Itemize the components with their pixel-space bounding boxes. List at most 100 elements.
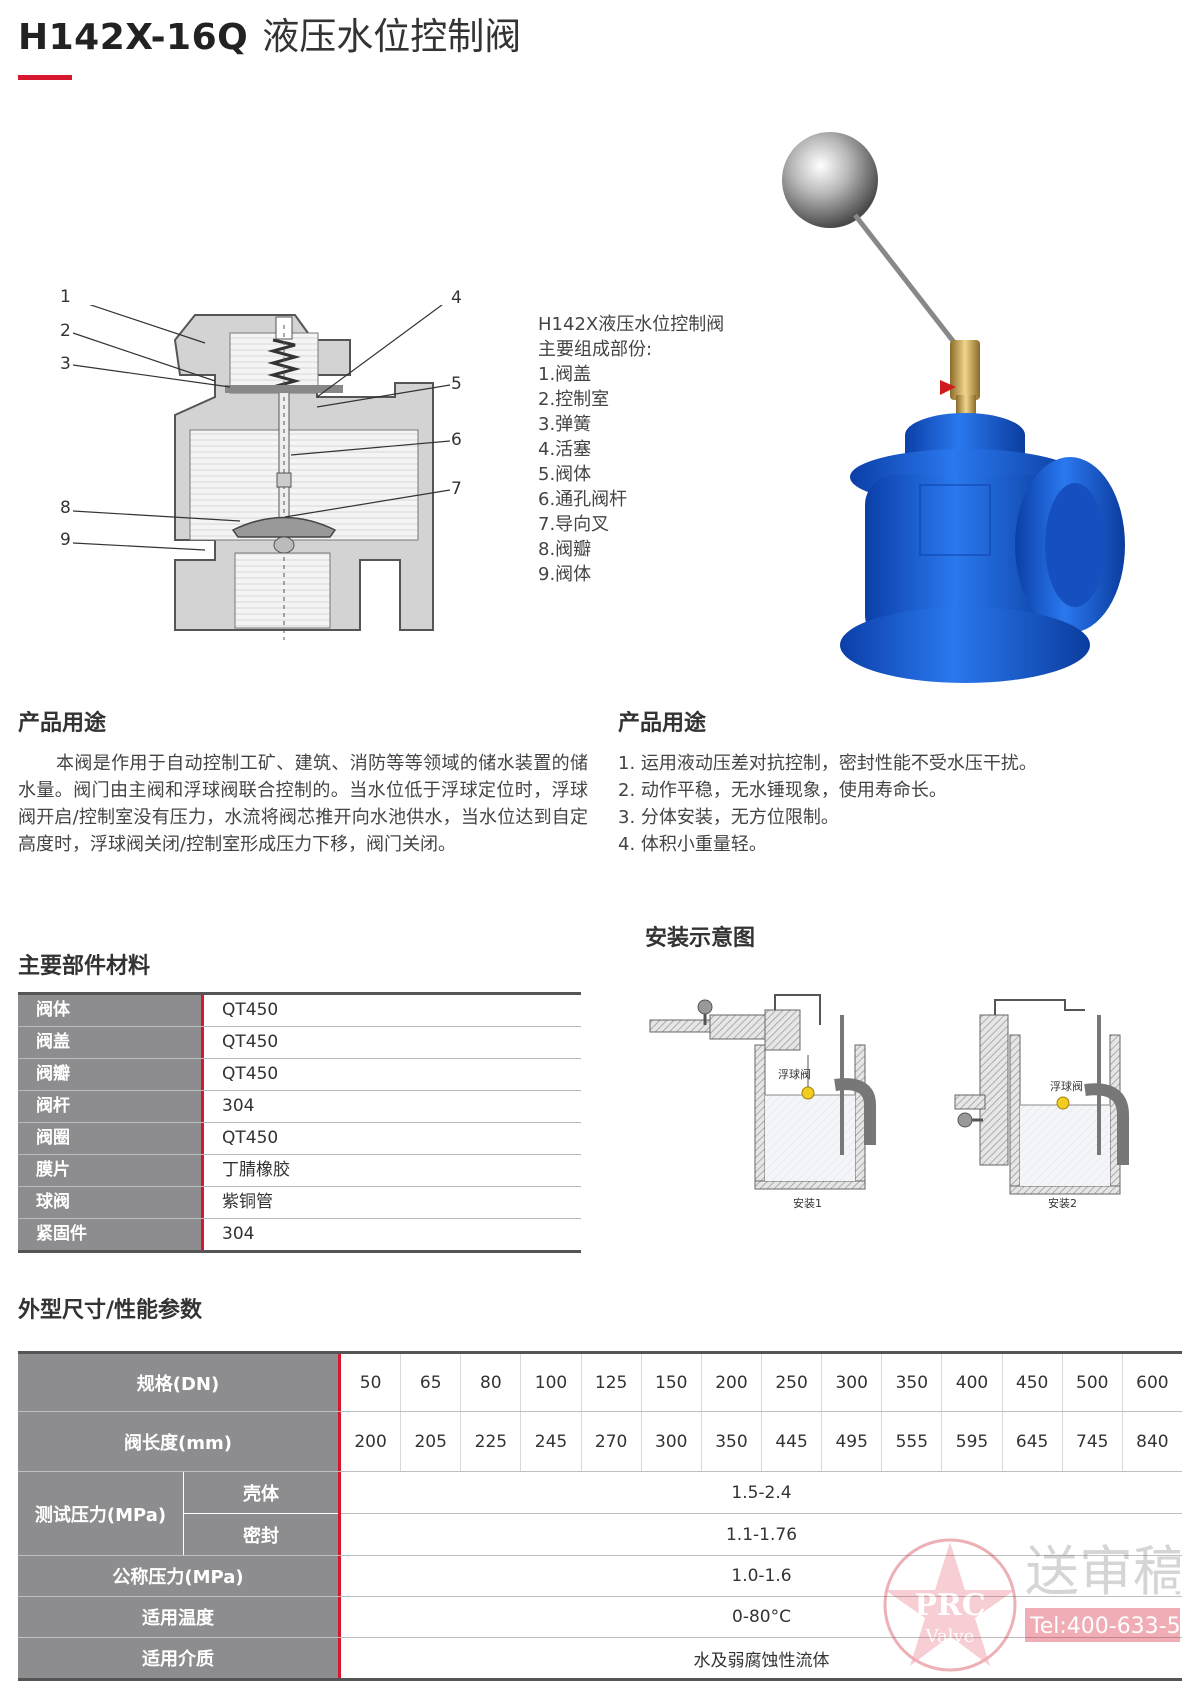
- label-6: 6: [451, 430, 462, 450]
- materials-heading: 主要部件材料: [18, 954, 151, 979]
- watermark-logo: PRC: [914, 1588, 985, 1623]
- star-logo-icon: [885, 1542, 1015, 1666]
- install-2-diagram: 浮球阀 安装2: [954, 999, 1129, 1210]
- part-name: 阀圈: [18, 1123, 204, 1154]
- length-cell: 495: [821, 1412, 881, 1471]
- table-row: 适用温度 0-80°C: [18, 1597, 1182, 1638]
- temperature-value: 0-80°C: [732, 1607, 791, 1627]
- feature-item: 2. 动作平稳，无水锤现象，使用寿命长。: [618, 780, 947, 801]
- usage-paragraph: 本阀是作用于自动控制工矿、建筑、消防等等领域的储水装置的储水量。阀门由主阀和浮球…: [18, 753, 588, 855]
- legend-subtitle: 主要组成部份:: [538, 339, 653, 360]
- legend-item: 8.阀瓣: [538, 539, 592, 560]
- dn-cell: 350: [881, 1354, 941, 1411]
- dn-cell: 100: [520, 1354, 580, 1411]
- part-material: 丁腈橡胶: [222, 1160, 290, 1180]
- product-name: 液压水位控制阀: [262, 15, 522, 58]
- model-code: H142X-16Q: [18, 17, 249, 58]
- length-cell: 300: [640, 1412, 701, 1471]
- part-name: 球阀: [18, 1187, 204, 1218]
- length-cell: 445: [760, 1412, 821, 1471]
- temperature-label: 适用温度: [18, 1597, 341, 1637]
- feature-item: 4. 体积小重量轻。: [618, 834, 767, 855]
- install-heading: 安装示意图: [645, 926, 756, 951]
- parts-legend: H142X液压水位控制阀 主要组成部份: 1.阀盖 2.控制室 3.弹簧 4.活…: [538, 312, 724, 587]
- length-cell: 200: [354, 1431, 387, 1452]
- medium-value: 水及弱腐蚀性流体: [693, 1650, 830, 1671]
- dn-cell: 125: [580, 1354, 641, 1411]
- length-label: 阀长度(mm): [18, 1412, 341, 1471]
- legend-item: 1.阀盖: [538, 364, 592, 385]
- length-cell: 745: [1061, 1412, 1122, 1471]
- features-list: 1. 运用液动压差对抗控制，密封性能不受水压干扰。 2. 动作平稳，无水锤现象，…: [618, 750, 1037, 858]
- part-name: 膜片: [18, 1155, 204, 1186]
- part-material: QT450: [222, 1128, 279, 1148]
- seal-label: 密封: [184, 1514, 338, 1555]
- label-7: 7: [451, 479, 462, 499]
- dn-cell: 80: [460, 1354, 520, 1411]
- seal-value: 1.1-1.76: [725, 1524, 798, 1545]
- label-1: 1: [60, 287, 71, 307]
- dn-cell: 450: [1001, 1354, 1062, 1411]
- table-row: 阀圈 QT450: [18, 1123, 581, 1155]
- label-5: 5: [451, 374, 462, 394]
- part-name: 阀体: [18, 995, 204, 1026]
- page-title: H142X-16Q 液压水位控制阀: [18, 6, 521, 58]
- table-row: 公称压力(MPa) 1.0-1.6: [18, 1556, 1182, 1597]
- float-label-2: 浮球阀: [1050, 1079, 1083, 1093]
- dn-cell: 500: [1061, 1354, 1122, 1411]
- label-8: 8: [60, 498, 71, 518]
- test-pressure-group: 测试压力(MPa) 壳体 密封: [18, 1472, 341, 1555]
- length-cell: 840: [1121, 1412, 1182, 1471]
- table-row: 膜片丁腈橡胶: [18, 1155, 581, 1187]
- install-caption-2: 安装2: [1048, 1196, 1077, 1210]
- valve-product-photo: [782, 132, 1125, 683]
- part-material: QT450: [222, 1032, 279, 1052]
- legend-item: 3.弹簧: [538, 414, 592, 435]
- part-name: 阀盖: [18, 1027, 204, 1058]
- label-3: 3: [60, 354, 71, 374]
- dn-cell: 250: [760, 1354, 821, 1411]
- feature-item: 1. 运用液动压差对抗控制，密封性能不受水压干扰。: [618, 753, 1037, 774]
- dn-cell: 150: [640, 1354, 701, 1411]
- shell-value: 1.5-2.4: [341, 1472, 1182, 1514]
- table-row: 测试压力(MPa) 壳体 密封 1.5-2.4 1.1-1.76: [18, 1472, 1182, 1556]
- shell-label: 壳体: [184, 1472, 338, 1514]
- part-material: QT450: [222, 1000, 279, 1020]
- nominal-pressure-label: 公称压力(MPa): [18, 1556, 341, 1596]
- install-caption-1: 安装1: [793, 1196, 822, 1210]
- part-name: 紧固件: [18, 1219, 204, 1250]
- dn-cell: 300: [821, 1354, 881, 1411]
- label-4: 4: [451, 288, 462, 308]
- length-cell: 270: [580, 1412, 641, 1471]
- length-cell: 205: [400, 1412, 460, 1471]
- label-9: 9: [60, 530, 71, 550]
- part-material: 304: [222, 1096, 255, 1116]
- watermark-text: 送审稿: [1025, 1540, 1180, 1603]
- length-cell: 350: [700, 1412, 761, 1471]
- watermark: PRC Valve 送审稿 Tel:400-633-51: [883, 1538, 1180, 1672]
- label-2: 2: [60, 321, 71, 341]
- medium-label: 适用介质: [18, 1638, 341, 1678]
- table-row: 阀盖 QT450: [18, 1027, 581, 1059]
- legend-item: 6.通孔阀杆: [538, 489, 628, 510]
- length-cell: 245: [520, 1412, 580, 1471]
- table-row: 球阀紫铜管: [18, 1187, 581, 1219]
- part-material: QT450: [222, 1064, 279, 1084]
- installation-diagrams: 浮球阀 安装1 浮球阀 安装2: [649, 994, 1129, 1210]
- legend-item: 5.阀体: [538, 464, 592, 485]
- legend-title: H142X液压水位控制阀: [538, 314, 725, 335]
- feature-item: 3. 分体安装，无方位限制。: [618, 807, 839, 828]
- legend-item: 2.控制室: [538, 389, 610, 410]
- length-cell: 645: [1001, 1412, 1062, 1471]
- nominal-pressure-value: 1.0-1.6: [731, 1566, 792, 1586]
- table-row: 适用介质 水及弱腐蚀性流体: [18, 1638, 1182, 1678]
- dn-cell: 50: [359, 1372, 382, 1393]
